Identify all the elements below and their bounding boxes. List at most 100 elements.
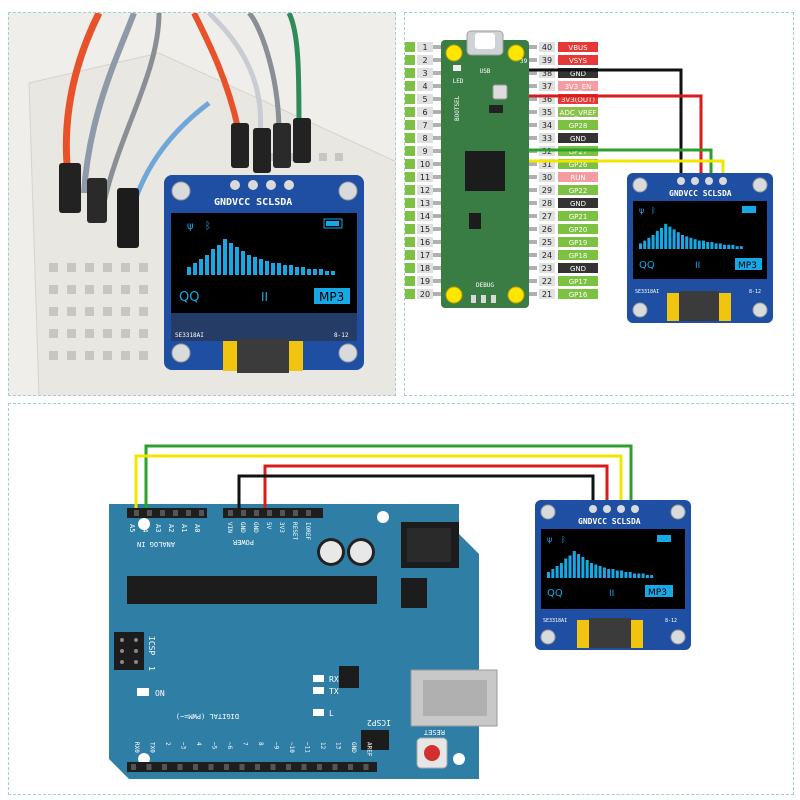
pico-right-pin-label: 3V3_EN — [565, 83, 592, 91]
wire-vcc — [529, 94, 703, 183]
pico-right-pin-number: 30 — [542, 173, 552, 182]
pico-left-pin-number: 1 — [422, 43, 427, 52]
pico-left-pin-number: 19 — [420, 277, 430, 286]
wire-scl — [529, 148, 713, 183]
equalizer-bar — [295, 267, 299, 275]
equalizer-bar — [564, 558, 568, 578]
pico-right-pin-number: 21 — [542, 290, 552, 299]
equalizer-bar — [547, 572, 550, 578]
equalizer-bar — [331, 271, 335, 275]
digital-pin-label: 8 — [257, 742, 264, 746]
analog-pin-label: A3 — [154, 524, 162, 532]
oled-left-text: QQ — [639, 260, 655, 271]
equalizer-bar — [590, 563, 593, 578]
digital-pin-label: TX0 — [149, 742, 156, 753]
equalizer-bar — [265, 261, 269, 275]
oled-small-label: 8-12 — [334, 332, 349, 339]
equalizer-bar — [710, 242, 714, 249]
digital-pin-label: AREF — [366, 742, 373, 757]
pico-left-pin-number: 11 — [420, 173, 430, 182]
signal-icon: ψ — [547, 535, 552, 544]
equalizer-bar — [307, 269, 311, 275]
power-pin-label: GND — [239, 522, 246, 533]
pico-right-pin-label: RUN — [570, 174, 585, 182]
equalizer-bar — [205, 255, 209, 275]
icsp2-header — [361, 730, 389, 750]
bluetooth-icon: ᛒ — [561, 535, 566, 544]
usb-label: USB — [480, 68, 491, 75]
pico-right-pin-number: 26 — [542, 225, 552, 234]
pico-right-pin-label: VSYS — [569, 57, 588, 65]
equalizer-bar — [594, 564, 598, 578]
equalizer-bar — [647, 237, 651, 249]
rp2040-chip — [465, 151, 505, 191]
equalizer-bar — [672, 229, 676, 249]
led-label: LED — [453, 78, 464, 85]
pico-right-pin-label: GP18 — [569, 252, 588, 260]
pico-left-pin-number: 5 — [422, 95, 427, 104]
pico-right-pin-number: 28 — [542, 199, 552, 208]
pico-right-pin-number: 38 — [542, 69, 552, 78]
analog-header — [127, 508, 207, 518]
pico-right-pin-label: VBUS — [568, 44, 588, 52]
equalizer-bar — [568, 555, 572, 578]
icsp-one-label: 1 — [147, 666, 156, 671]
equalizer-bar — [681, 235, 684, 249]
oled-mid-text: II — [261, 290, 268, 304]
signal-icon: ψ — [639, 206, 644, 215]
breadboard-photo: GNDVCC SCLSDA ψ ᛒ QQ II MP3 SE3318AI 8-1… — [9, 13, 395, 395]
equalizer-bar — [660, 228, 663, 249]
equalizer-bar — [223, 239, 227, 275]
equalizer-bar — [241, 251, 245, 275]
rx-label: RX — [329, 675, 339, 684]
digital-pin-label: RX0 — [133, 742, 140, 753]
oled-left-text: QQ — [179, 290, 199, 305]
bootsel-button — [492, 84, 508, 100]
oled-equalizer — [639, 223, 743, 249]
equalizer-bar — [313, 269, 317, 275]
rx-led — [313, 675, 324, 682]
equalizer-bar — [325, 271, 329, 275]
equalizer-bar — [581, 557, 585, 578]
digital-pin-label: ~6 — [226, 742, 233, 750]
icsp-label: ICSP — [147, 636, 156, 655]
pico-left-pin-number: 10 — [420, 160, 430, 169]
equalizer-bar — [211, 249, 215, 275]
equalizer-bar — [643, 240, 647, 249]
power-header — [223, 508, 323, 518]
battery-icon — [657, 535, 671, 542]
pico-right-pin-label: GP21 — [569, 213, 588, 221]
equalizer-bar — [598, 566, 602, 578]
equalizer-bar — [641, 573, 645, 578]
equalizer-bar — [639, 243, 642, 249]
pin39-corner: 39 — [520, 58, 528, 65]
pico-right-pin-number: 36 — [542, 95, 552, 104]
pico-left-pin-number: 3 — [422, 69, 427, 78]
oled-equalizer — [187, 239, 335, 275]
pico-left-pin-number: 20 — [420, 290, 430, 299]
digital-pin-label: 2 — [164, 742, 171, 746]
oled-module-photo: GNDVCC SCLSDA ψ ᛒ QQ II MP3 SE3318AI 8-1… — [164, 175, 364, 373]
pico-left-pin-number: 17 — [420, 251, 430, 260]
icsp2-label: ICSP2 — [367, 718, 391, 727]
equalizer-bar — [301, 267, 305, 275]
oled-chip-label: SE3318AI — [543, 618, 567, 624]
pico-right-pin-number: 40 — [542, 43, 552, 52]
pico-right-pin-label: GP16 — [569, 291, 588, 299]
oled-right-text: MP3 — [738, 261, 757, 271]
equalizer-bar — [624, 572, 628, 578]
pico-left-pin-number: 15 — [420, 225, 430, 234]
equalizer-bar — [723, 244, 726, 249]
analog-pin-label: A1 — [180, 524, 188, 532]
pico-right-pin-label: GP22 — [569, 187, 588, 195]
l-label: L — [329, 709, 334, 718]
arduino-board — [109, 504, 479, 779]
pico-right-pin-number: 29 — [542, 186, 552, 195]
equalizer-bar — [253, 257, 257, 275]
oled-chip-label: SE3318AI — [635, 289, 659, 295]
pico-right-pin-label: GP19 — [569, 239, 588, 247]
